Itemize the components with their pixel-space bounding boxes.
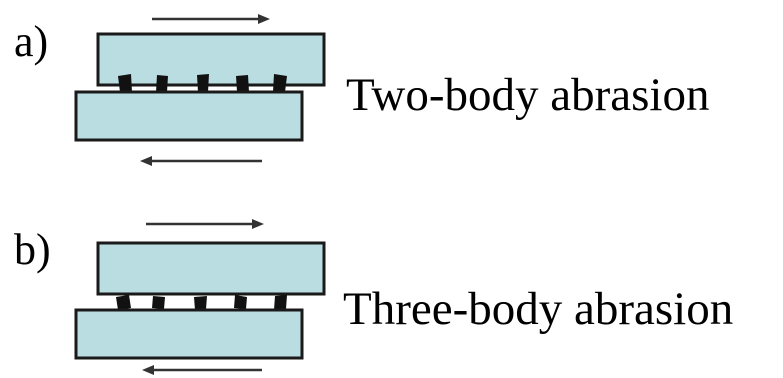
panel-letter-a: a): [14, 17, 49, 66]
caption-three-body: Three-body abrasion: [343, 283, 734, 335]
upper-block: [96, 241, 326, 296]
abrasive-particle-icon: [194, 296, 207, 310]
abrasive-particle-icon: [118, 74, 132, 92]
arrow-right-icon: [152, 14, 270, 24]
caption-two-body: Two-body abrasion: [346, 69, 710, 121]
three-body-diagram: [74, 219, 326, 375]
abrasive-particle-icon: [274, 295, 287, 310]
abrasive-particle-icon: [152, 296, 165, 309]
lower-block: [74, 90, 304, 142]
two-body-diagram: [74, 14, 326, 166]
lower-block: [74, 308, 304, 360]
abrasive-particle-icon: [197, 74, 209, 92]
abrasive-particles: [116, 295, 287, 310]
abrasive-particle-icon: [234, 295, 247, 309]
panel-three-body: b) Three-body abrasion: [0, 189, 783, 378]
panel-two-body: a) Two-body abrasion: [14, 14, 710, 166]
arrow-right-icon: [146, 219, 264, 229]
abrasive-particles: [118, 74, 287, 92]
arrow-left-icon: [140, 156, 262, 166]
panel-letter-b: b): [14, 225, 51, 274]
arrow-left-icon: [142, 365, 262, 375]
abrasive-particle-icon: [273, 74, 287, 92]
upper-block: [96, 32, 326, 87]
abrasive-particle-icon: [236, 75, 249, 92]
abrasive-particle-icon: [116, 295, 131, 310]
abrasive-particle-icon: [156, 75, 168, 92]
